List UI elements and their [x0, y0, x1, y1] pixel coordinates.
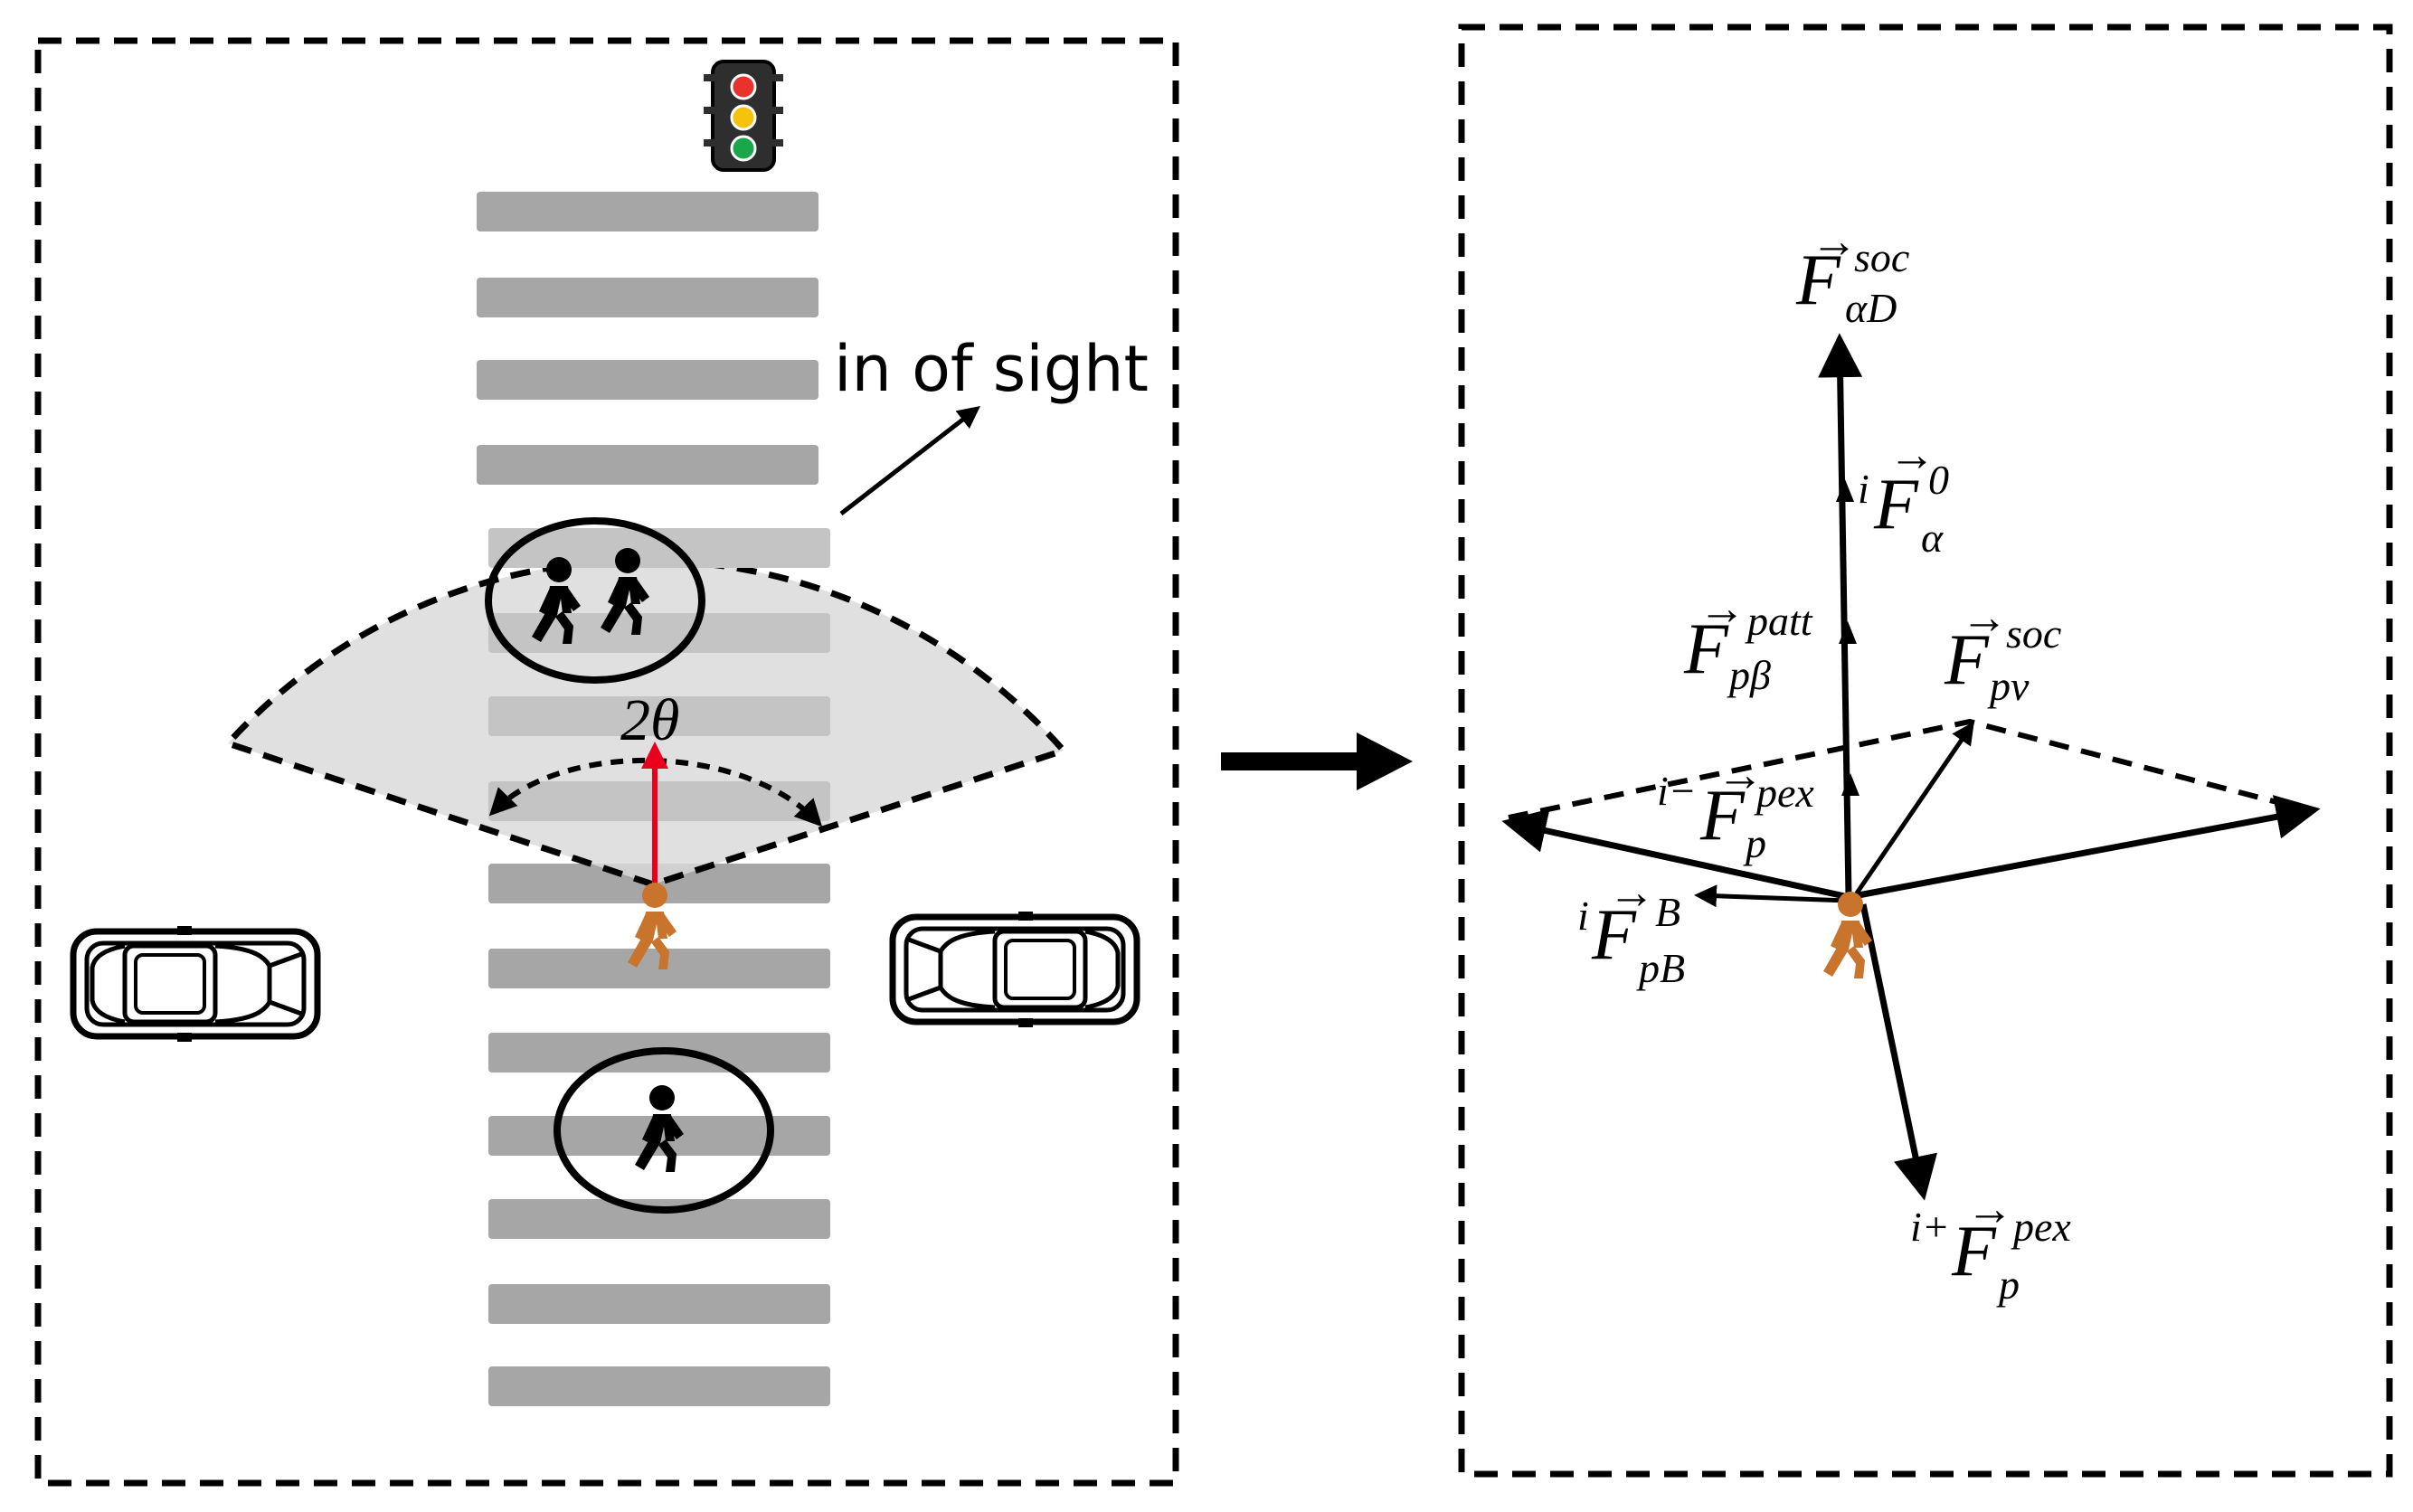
- label-F-p-pex-minus: i− → F pex p: [1657, 750, 1814, 866]
- svg-text:B: B: [1655, 889, 1680, 935]
- svg-text:F: F: [1873, 465, 1919, 544]
- svg-text:→: →: [1811, 216, 1858, 268]
- force-vectors: [1501, 333, 2321, 1201]
- svg-text:→: →: [1888, 430, 1935, 481]
- svg-text:soc: soc: [1854, 234, 1909, 280]
- svg-text:0: 0: [1928, 457, 1949, 503]
- traffic-light-icon: [704, 60, 783, 172]
- label-F-aD-soc: → F soc αD: [1795, 216, 1909, 331]
- svg-text:F: F: [1795, 241, 1841, 320]
- svg-text:→: →: [1717, 750, 1764, 801]
- svg-text:F: F: [1944, 620, 1990, 700]
- svg-text:pβ: pβ: [1727, 652, 1771, 698]
- svg-text:→: →: [1966, 1184, 2013, 1235]
- svg-text:pex: pex: [1754, 770, 1814, 816]
- car-right-icon: [893, 912, 1137, 1027]
- label-F-pv-soc: → F soc pv: [1944, 592, 2061, 709]
- sight-pointer-arrow: [839, 405, 980, 515]
- svg-text:F: F: [1699, 776, 1746, 855]
- vector-pB: [1694, 884, 1850, 908]
- vector-pv-soc: [1851, 721, 1974, 899]
- pedestrian-group-ellipse: [485, 517, 705, 684]
- svg-text:i+: i+: [1910, 1204, 1950, 1250]
- svg-text:i: i: [1577, 893, 1589, 939]
- pedestrian-single-ellipse: [554, 1047, 774, 1214]
- svg-text:soc: soc: [2006, 610, 2061, 657]
- svg-text:p: p: [1743, 820, 1766, 866]
- right-panel-frame: [1458, 24, 2393, 1478]
- svg-text:F: F: [1683, 610, 1729, 689]
- svg-text:pB: pB: [1636, 945, 1685, 991]
- sight-label: in of sight: [834, 332, 1149, 406]
- label-F-pB-B: i → F B pB: [1577, 867, 1685, 991]
- label-F-p-pex-plus: i+ → F pex p: [1910, 1184, 2071, 1308]
- view-angle-arc: [488, 757, 823, 827]
- vector-plus-pex: [1859, 903, 1938, 1201]
- svg-text:pv: pv: [1987, 663, 2030, 709]
- label-F-pb-patt: → F patt pβ: [1683, 583, 1813, 698]
- svg-text:patt: patt: [1745, 598, 1813, 644]
- vector-resultant: [1848, 795, 2321, 901]
- svg-text:i: i: [1858, 466, 1869, 512]
- car-left-icon: [73, 926, 317, 1042]
- svg-text:pex: pex: [2011, 1204, 2071, 1250]
- transition-arrow: [1221, 732, 1413, 790]
- vector-aD-soc: [1818, 333, 1863, 898]
- angle-label: 2θ: [620, 687, 679, 753]
- svg-text:F: F: [1951, 1212, 1997, 1291]
- svg-text:F: F: [1591, 895, 1637, 975]
- svg-text:i−: i−: [1657, 768, 1697, 814]
- svg-text:αD: αD: [1845, 285, 1897, 331]
- svg-text:→: →: [1699, 583, 1746, 635]
- svg-text:p: p: [1996, 1262, 2020, 1308]
- vertical-vector-markers: [1836, 479, 1859, 796]
- svg-text:→: →: [1961, 592, 2008, 644]
- force-parallelogram: [1508, 718, 2309, 820]
- label-F-a-0: i → F 0 α: [1858, 430, 1949, 561]
- crosswalk: [477, 192, 830, 1406]
- vector-minus-pex: [1501, 808, 1850, 901]
- svg-text:→: →: [1608, 867, 1655, 919]
- svg-text:α: α: [1921, 515, 1944, 561]
